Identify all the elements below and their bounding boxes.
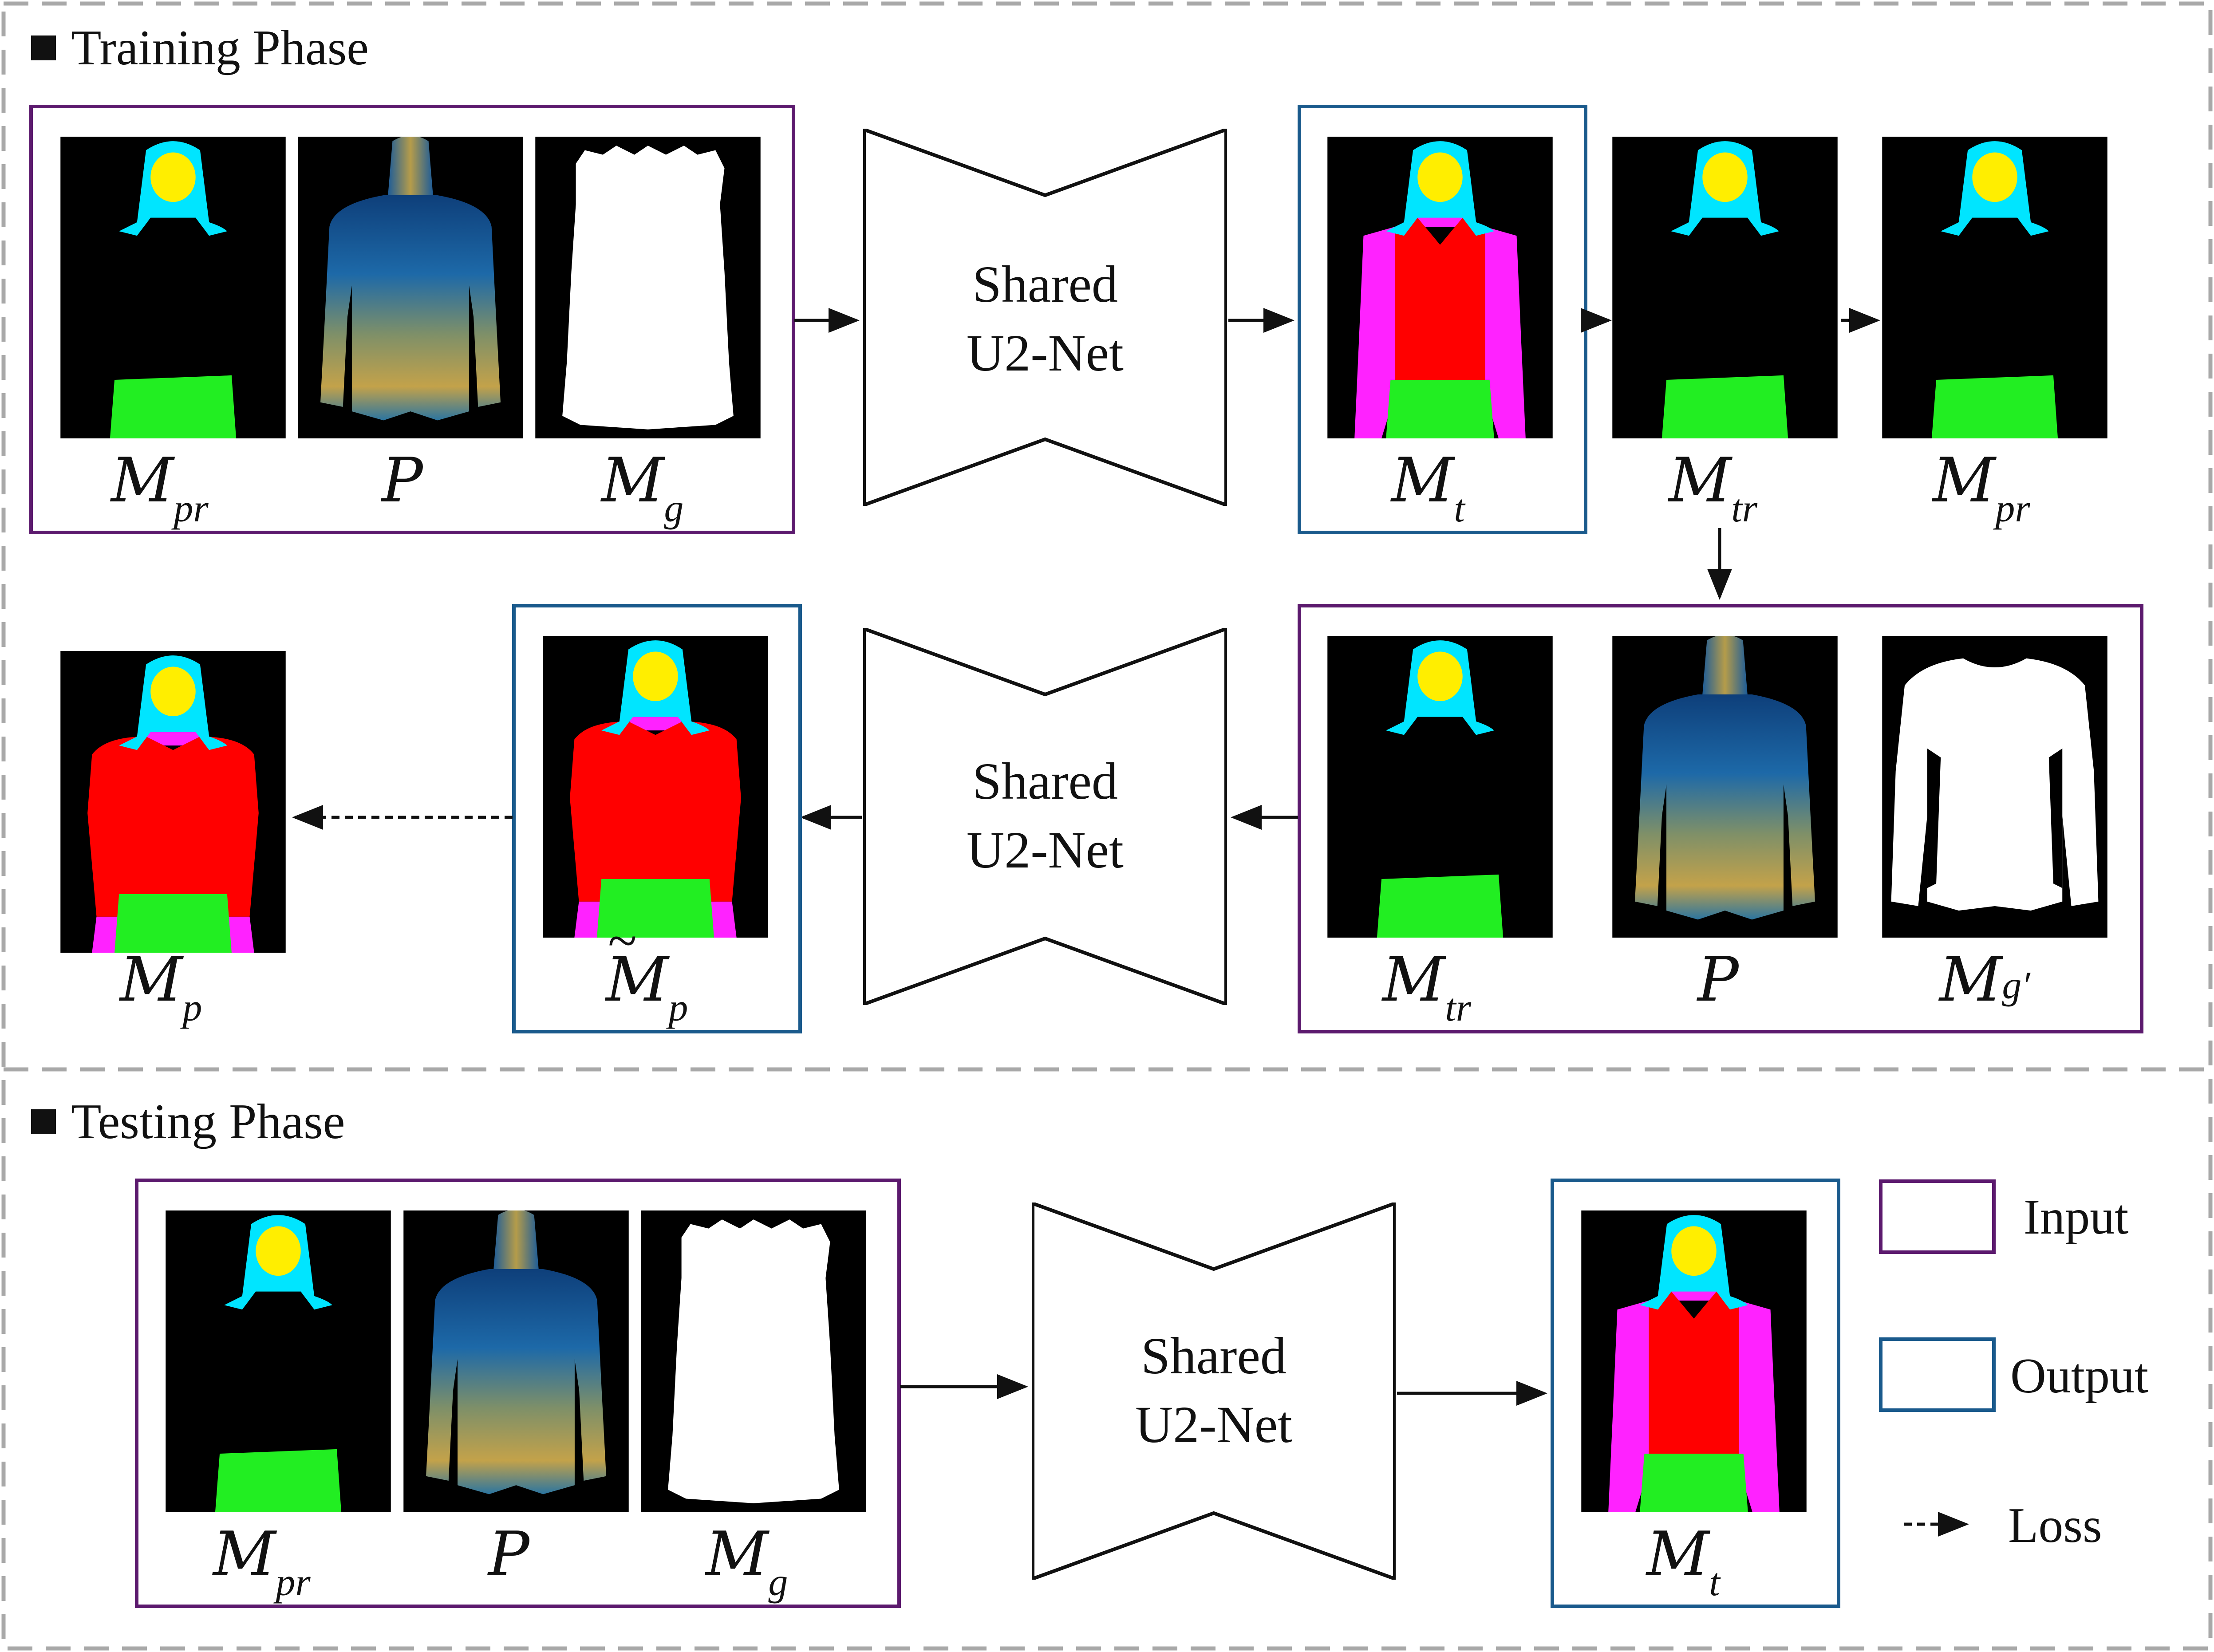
label-m-pr-2: Mpr [1931, 445, 2030, 530]
garment-mask-test [641, 1210, 866, 1512]
network-label-1b: U2-Net [967, 324, 1124, 382]
shared-u2net-1 [864, 130, 1226, 505]
legend-loss-label: Loss [2008, 1498, 2102, 1553]
legend-output-swatch [1879, 1337, 1996, 1412]
dense-pose-map [298, 137, 523, 438]
parsing-map-target-test [1581, 1210, 1807, 1512]
output-group-2 [512, 604, 802, 1033]
garment-mask-long [1882, 636, 2107, 938]
input-group-2 [1298, 604, 2143, 1033]
shared-u2net-test [1033, 1203, 1395, 1579]
label-m-ptilde: Mp [604, 944, 688, 1029]
parsing-map-target [1327, 137, 1553, 438]
label-m-gprime: Mg′ [1938, 944, 2031, 1015]
parsing-map-tr-1 [1612, 137, 1838, 438]
label-m-pr-test: Mpr [212, 1518, 311, 1604]
shared-u2net-2 [864, 629, 1226, 1004]
parsing-map-ground-truth [60, 651, 286, 953]
label-m-t-test: Mt [1645, 1518, 1721, 1604]
testing-bullet-icon [31, 1109, 56, 1134]
legend-output-label: Output [2010, 1348, 2148, 1404]
label-p-test: P [487, 1518, 530, 1590]
legend-input-label: Input [2024, 1190, 2128, 1245]
label-m-pr-1: Mpr [110, 445, 209, 530]
network-label-test-b: U2-Net [1135, 1396, 1292, 1454]
parsing-map-preserved [60, 137, 286, 438]
network-label-1a: Shared [972, 255, 1118, 313]
parsing-map-predicted [543, 636, 768, 938]
output-group-test [1551, 1179, 1840, 1608]
input-group-1 [29, 105, 795, 534]
network-label-test-a: Shared [1141, 1327, 1287, 1385]
network-label-2b: U2-Net [967, 821, 1124, 879]
label-m-tr-1: Mtr [1667, 445, 1758, 530]
garment-mask [535, 137, 761, 438]
label-p-2: P [1696, 944, 1740, 1015]
testing-phase-title: Testing Phase [71, 1094, 345, 1149]
label-m-g-1: Mg [600, 445, 683, 530]
label-m-tr-2: Mtr [1381, 944, 1472, 1029]
training-phase-title: Training Phase [71, 20, 369, 75]
label-m-g-test: Mg [704, 1518, 788, 1604]
parsing-map-tr-2 [1327, 636, 1553, 938]
training-bullet-icon [31, 35, 56, 60]
legend-input-swatch [1879, 1179, 1996, 1254]
input-group-test [135, 1179, 901, 1608]
dense-pose-map-test [403, 1210, 629, 1512]
network-label-2a: Shared [972, 752, 1118, 810]
label-p-1: P [380, 445, 424, 516]
parsing-map-pr-target [1882, 137, 2107, 438]
label-m-t-1: Mt [1390, 445, 1466, 530]
dense-pose-map-2 [1612, 636, 1838, 938]
parsing-map-preserved-test [166, 1210, 391, 1512]
label-m-p: Mp [118, 944, 202, 1029]
tilde-mark: ~ [608, 911, 637, 970]
